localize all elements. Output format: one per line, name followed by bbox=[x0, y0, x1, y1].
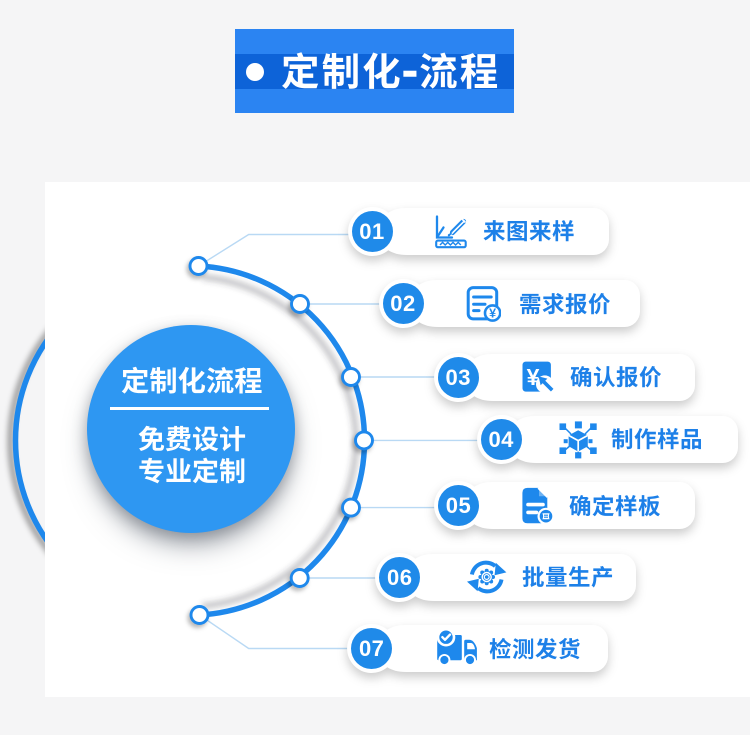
svg-text:¥: ¥ bbox=[489, 306, 496, 320]
